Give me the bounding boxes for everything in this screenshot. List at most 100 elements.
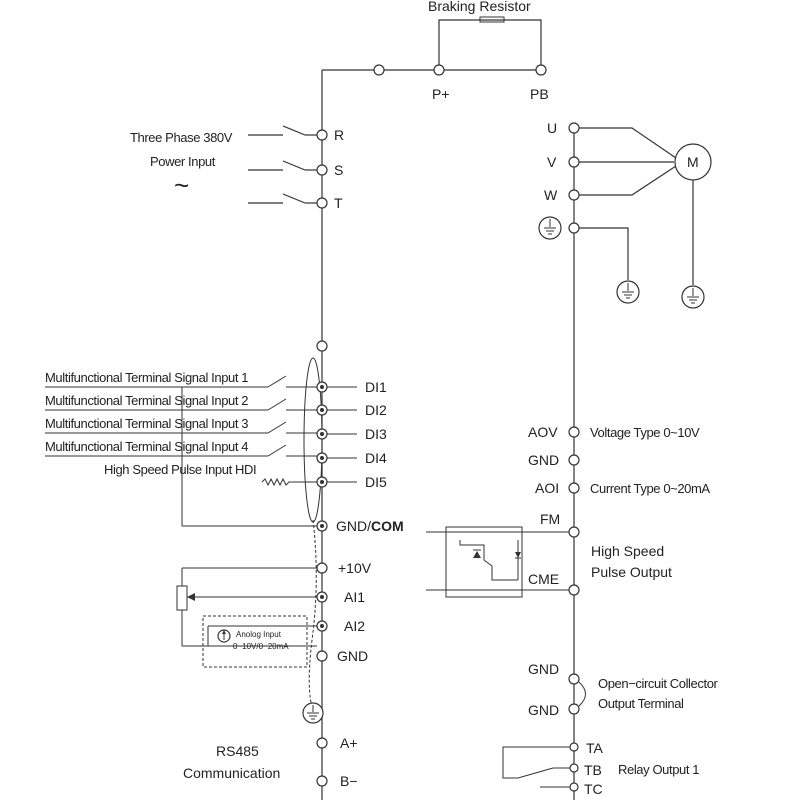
label-oc-gnd2: GND — [528, 702, 559, 718]
shield-wire — [308, 519, 317, 711]
label-cme: CME — [528, 571, 559, 587]
label-analog-gnd: GND — [337, 648, 368, 664]
analog-inputs: +10V AI1 AI2 GND Anolog Input 0~10V/0~20… — [176, 560, 372, 668]
digital-inputs: Multifunctional Terminal Signal Input 1 … — [45, 370, 387, 527]
terminal-w — [568, 189, 580, 201]
di1-desc: Multifunctional Terminal Signal Input 1 — [45, 370, 248, 385]
switch-di4 — [267, 444, 287, 457]
switch-di2 — [267, 398, 287, 411]
terminal-a — [316, 737, 328, 749]
p-plus-label: P+ — [432, 86, 450, 102]
terminal-aoi — [568, 482, 580, 494]
motor-output: U V W M — [544, 120, 712, 309]
terminal-analog-gnd — [316, 650, 328, 662]
label-di3: DI3 — [365, 426, 387, 442]
relay-output: TA TB TC Relay Output 1 — [502, 740, 700, 797]
terminal-oc-gnd1 — [568, 673, 580, 685]
led-diode — [473, 551, 481, 558]
aov-desc: Voltage Type 0~10V — [590, 425, 700, 440]
terminal-s — [316, 164, 328, 176]
label-s: S — [334, 162, 343, 178]
terminal-v — [568, 156, 580, 168]
terminal-out-gnd — [568, 454, 580, 466]
label-di5: DI5 — [365, 474, 387, 490]
terminal-b — [316, 775, 328, 787]
motor-label: M — [687, 154, 699, 170]
di3-desc: Multifunctional Terminal Signal Input 3 — [45, 416, 248, 431]
terminal-fm — [568, 526, 580, 538]
label-ta: TA — [586, 740, 604, 756]
label-di1: DI1 — [365, 379, 387, 395]
pulse-output: FM CME High Speed Pulse Output — [426, 511, 672, 598]
braking-resistor-label: Braking Resistor — [428, 0, 531, 14]
pe-terminal — [568, 222, 580, 234]
open-collector: GND GND Open−circuit Collector Output Te… — [528, 661, 719, 718]
di5-desc: High Speed Pulse Input HDI — [104, 462, 256, 477]
relay-contact — [517, 767, 554, 779]
pb-label: PB — [530, 86, 549, 102]
terminal-10v — [316, 562, 328, 574]
di4-desc: Multifunctional Terminal Signal Input 4 — [45, 439, 248, 454]
switch-di1 — [267, 375, 287, 388]
analog-input-box — [202, 615, 308, 668]
power-line1: Three Phase 380V — [130, 130, 233, 145]
power-line2: Power Input — [150, 154, 216, 169]
terminal-ta — [569, 742, 579, 752]
rs485: RS485 Communication A+ B− — [183, 735, 358, 789]
terminal-cme — [568, 584, 580, 596]
label-out-gnd: GND — [528, 452, 559, 468]
p-plus-terminal — [433, 64, 445, 76]
terminal-t — [316, 197, 328, 209]
terminal-oc-gnd2 — [568, 703, 580, 715]
label-gnd: GND/ — [336, 518, 371, 534]
label-w: W — [544, 187, 558, 203]
braking-resistor: Braking Resistor — [428, 0, 542, 70]
ground-icon — [681, 285, 705, 309]
potentiometer — [176, 585, 188, 611]
terminal-tb — [569, 763, 579, 773]
switch-r — [282, 125, 306, 136]
pb-terminal — [535, 64, 547, 76]
label-di2: DI2 — [365, 402, 387, 418]
label-v: V — [547, 154, 557, 170]
oc-line1: Open−circuit Collector — [598, 676, 719, 691]
label-u: U — [547, 120, 557, 136]
switch-t — [282, 193, 306, 204]
bus-terminal — [373, 64, 385, 76]
label-ai1: AI1 — [344, 589, 365, 605]
analog-box-line1: Anolog Input — [236, 630, 282, 639]
di2-desc: Multifunctional Terminal Signal Input 2 — [45, 393, 248, 408]
pulse-line1: High Speed — [591, 543, 664, 559]
optocoupler-box — [445, 526, 523, 598]
terminal-r — [316, 129, 328, 141]
ground-icon — [616, 280, 640, 304]
label-aov: AOV — [528, 424, 558, 440]
label-ai2: AI2 — [344, 618, 365, 634]
analog-box-line2: 0~10V/0~20mA — [233, 642, 289, 651]
label-oc-gnd1: GND — [528, 661, 559, 677]
ground-icon — [302, 702, 324, 724]
label-a: A+ — [340, 735, 358, 751]
label-b: B− — [340, 773, 358, 789]
label-tc: TC — [584, 781, 603, 797]
wiper-arrow — [187, 593, 195, 601]
drive-ground — [538, 216, 640, 304]
label-di4: DI4 — [365, 450, 387, 466]
label-fm: FM — [540, 511, 560, 527]
ground-icon — [538, 216, 562, 240]
switch-di3 — [267, 421, 287, 434]
label-aoi: AOI — [535, 480, 559, 496]
protection-diode — [515, 552, 521, 558]
oc-bracket — [578, 681, 586, 707]
rs485-line2: Communication — [183, 765, 280, 781]
oc-line2: Output Terminal — [598, 696, 684, 711]
pulse-line2: Pulse Output — [591, 564, 672, 580]
power-input: Three Phase 380V Power Input ~ R S T — [130, 125, 344, 211]
rs485-line1: RS485 — [216, 743, 259, 759]
aoi-desc: Current Type 0~20mA — [590, 481, 710, 496]
pulse-resistor — [261, 477, 317, 487]
label-com: COM — [371, 518, 404, 534]
terminal-tc — [569, 782, 579, 792]
